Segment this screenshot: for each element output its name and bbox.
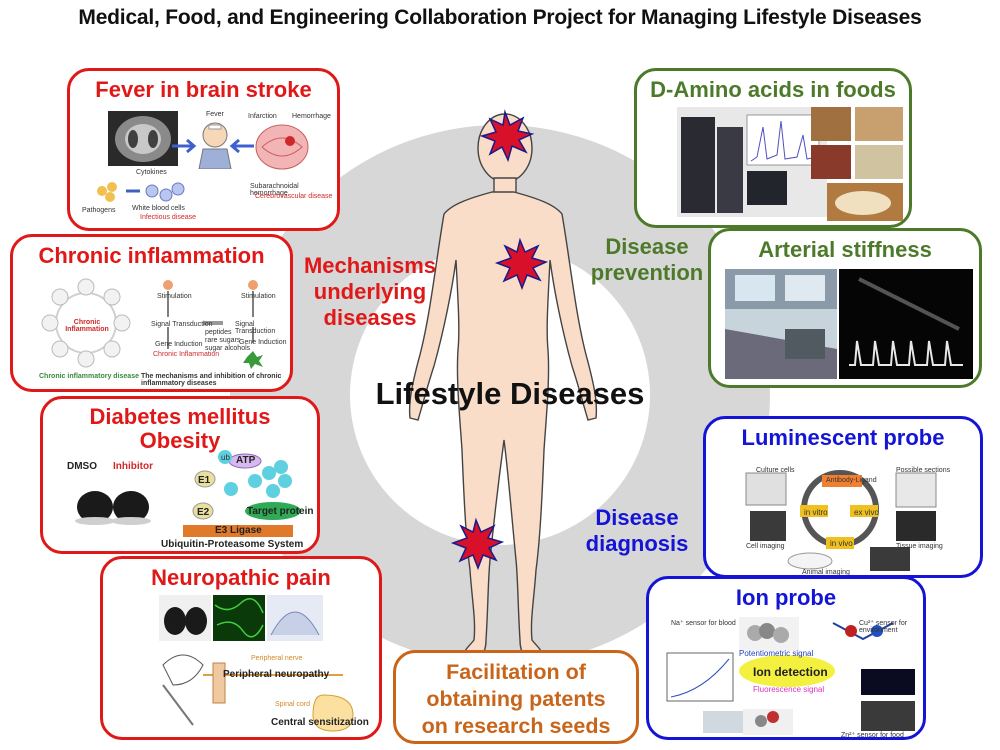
box-title: Chronic inflammation [38, 243, 265, 268]
box-title: Neuropathic pain [151, 565, 331, 590]
caption-cytokines: Cytokines [136, 169, 167, 176]
caption-chronic-label: Chronic Inflammation [153, 351, 220, 358]
mice-photo [57, 477, 167, 527]
caption-possible: Possible sections [896, 467, 951, 474]
caption-cerebrovascular: Cerebrovascular disease [255, 193, 333, 200]
label-e1: E1 [198, 475, 211, 486]
pain-starburst-head [479, 109, 535, 163]
caption-sugar-alcohols: sugar alcohols [205, 345, 251, 352]
caption-hemorrhage: Hemorrhage [292, 113, 331, 120]
center-label: Lifestyle Diseases [375, 376, 645, 411]
label-ubiquitin-system: Ubiquitin-Proteasome System [161, 539, 304, 550]
caption-wbc: White blood cells [132, 205, 185, 212]
caption-zn-sensor: Zn²⁺ sensor for food [841, 732, 904, 739]
caption-antibody-ligand: Antibody-Ligand [826, 477, 877, 484]
caption-potentiometric: Potentiometric signal [739, 649, 814, 658]
brain-hemorrhage-illustration [255, 124, 309, 170]
box-arterial-stiffness: Arterial stiffness [708, 228, 982, 388]
caption-fluorescence: Fluorescence signal [753, 685, 825, 694]
caption-infarction: Infarction [248, 113, 277, 120]
box-facilitation-patents: Facilitation of obtaining patents on res… [393, 650, 639, 744]
box-title: D-Amino acids in foods [650, 77, 896, 102]
box-title: Facilitation of obtaining patents on res… [421, 660, 611, 738]
brain-scan-image [108, 111, 178, 166]
mice-photo [159, 595, 211, 641]
caption-cu-sensor: Cu²⁺ sensor for environment [859, 620, 908, 634]
caption-subarachnoid: Subarachnoidal hemorrhage [250, 183, 299, 197]
caption-right: The mechanisms and inhibition of chronic… [141, 373, 282, 387]
caption-peptides: peptides [205, 329, 232, 336]
caption-culture: Culture cells [756, 467, 795, 474]
caption-stimulation-1: Stimulation [157, 293, 192, 300]
caption-central-sensitization: Central sensitization [271, 717, 369, 728]
pain-starburst-chest [494, 237, 549, 291]
caption-tissue-imaging: Tissue imaging [896, 543, 943, 550]
box-title: Arterial stiffness [758, 237, 932, 262]
caption-signal-2: Signal Transduction [235, 321, 276, 335]
ion-detection-diagram [666, 617, 915, 735]
label-inhibitor: Inhibitor [113, 461, 153, 472]
caption-signal-1: Signal Transduction [151, 321, 213, 328]
caption-chronic-center: Chronic Inflammation [65, 319, 109, 333]
box-luminescent-probe: Luminescent probe Culture cells Possible… [703, 416, 983, 578]
caption-spinal-cord: Spinal cord [275, 701, 311, 708]
label-dmso: DMSO [67, 461, 97, 472]
caption-rare-sugars: rare sugars [205, 337, 241, 344]
box-fever-brain-stroke: Fever in brain stroke Fever Infarction H… [67, 68, 340, 231]
arrow-icon [229, 138, 254, 154]
label-diagnosis: Disease diagnosis [585, 505, 689, 556]
fever-person-illustration [198, 122, 232, 169]
label-mechanisms: Mechanisms underlying diseases [303, 253, 437, 330]
caption-ion-detection: Ion detection [753, 665, 828, 679]
label-e2: E2 [197, 507, 210, 518]
caption-gene-2: Gene Induction [239, 339, 287, 346]
caption-pathogens: Pathogens [82, 207, 116, 214]
label-atp: ATP [236, 455, 256, 466]
ubiquitin-diagram [183, 450, 301, 537]
caption-peripheral-neuropathy: Peripheral neuropathy [223, 669, 330, 680]
box-d-amino-acids: D-Amino acids in foods [634, 68, 912, 228]
spinal-tissue-image [267, 595, 323, 641]
caption-na-sensor: Na⁺ sensor for blood [671, 620, 736, 627]
box-neuropathic-pain: Neuropathic pain Peripheral nerve Periph… [100, 556, 382, 740]
box-title: Diabetes mellitus Obesity [89, 404, 271, 453]
caption-left: Chronic inflammatory disease [39, 373, 139, 380]
label-target-protein: Target protein [247, 506, 314, 517]
label-prevention: Disease prevention [590, 234, 704, 285]
caption-in-vivo: in vivo [830, 539, 853, 548]
caption-animal-imaging: Animal imaging [802, 569, 850, 576]
caption-cell-imaging: Cell imaging [746, 543, 785, 550]
box-title: Luminescent probe [741, 425, 945, 450]
caption-peripheral-nerve: Peripheral nerve [251, 655, 303, 662]
caption-infectious: Infectious disease [140, 214, 197, 221]
lab-equipment-photo [677, 107, 827, 217]
pathogen-cells-illustration [97, 182, 185, 202]
nerve-tissue-green-image [213, 595, 265, 641]
signal-pathway-diagram [163, 280, 263, 369]
caption-gene-1: Gene Induction [155, 341, 203, 348]
caption-ex-vivo: ex vivo [854, 508, 879, 517]
arrow-icon [172, 138, 197, 154]
box-title: Fever in brain stroke [95, 77, 312, 102]
box-diabetes-obesity: Diabetes mellitus Obesity DMSO Inhibitor… [40, 396, 320, 554]
label-e3-ligase: E3 Ligase [215, 525, 262, 536]
label-ub: ub [221, 453, 230, 462]
caption-in-vitro: in vitro [804, 508, 828, 517]
caption-fever: Fever [206, 111, 224, 118]
food-photos [811, 107, 903, 221]
imaging-cycle-diagram [745, 470, 937, 571]
ultrasound-waveform-image [839, 269, 973, 379]
box-chronic-inflammation: Chronic inflammation Chronic Inflammatio… [10, 234, 293, 392]
inflammation-ring-diagram [41, 278, 131, 368]
box-ion-probe: Ion probe Na⁺ sensor for blood Cu²⁺ sens… [646, 576, 926, 740]
patient-measurement-photo [725, 269, 837, 379]
pain-pathway-illustration [162, 654, 354, 732]
caption-stimulation-2: Stimulation [241, 293, 276, 300]
box-title: Ion probe [735, 585, 837, 610]
pain-starburst-knee [450, 517, 505, 571]
page-title: Medical, Food, and Engineering Collabora… [78, 6, 922, 29]
